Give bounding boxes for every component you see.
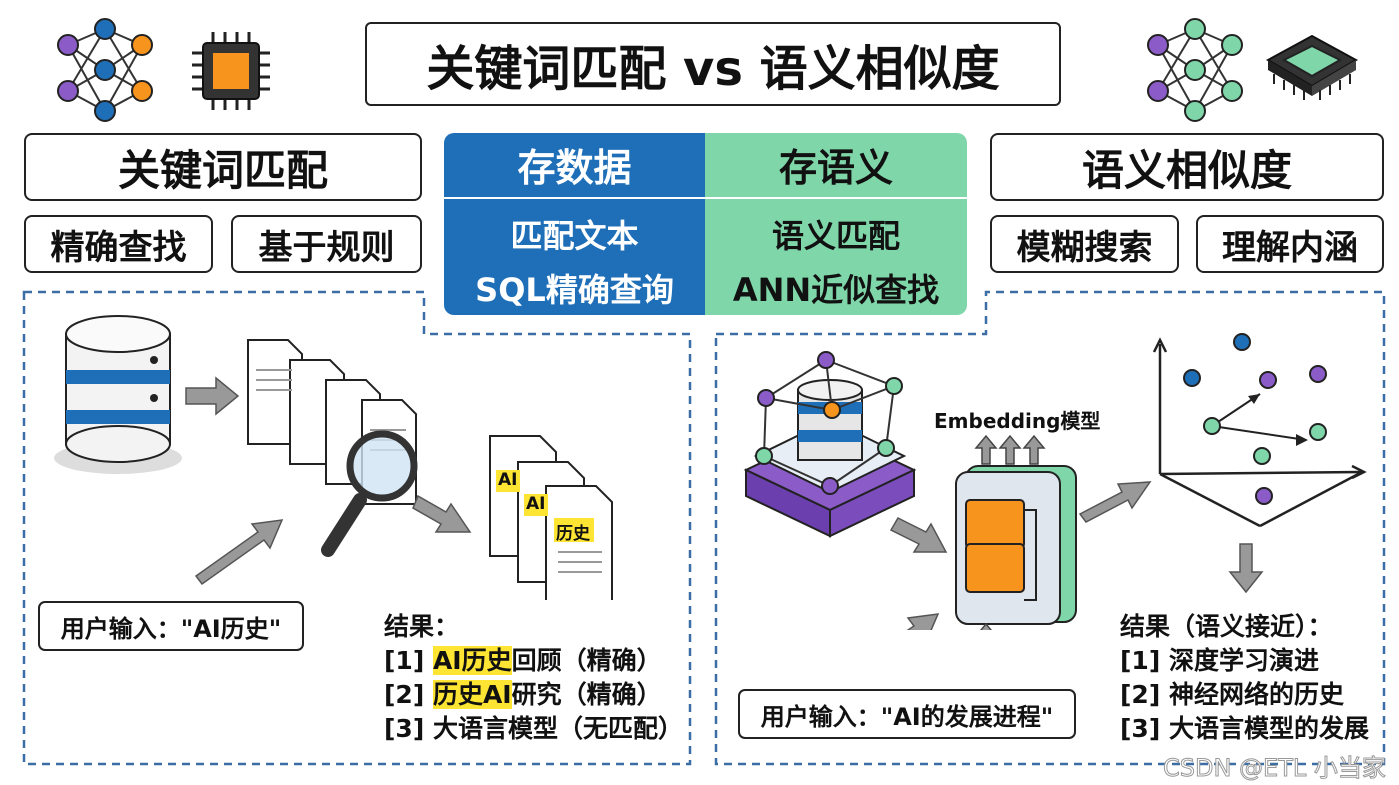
gpu-chip-icon-right <box>1265 34 1359 100</box>
embedding-model-label: Embedding模型 <box>934 409 1101 433</box>
doc-label-2: AI <box>526 494 546 514</box>
result-highlight: AI历史 <box>432 646 512 675</box>
store-semantics-heading: 存语义 <box>778 145 893 190</box>
sql-exact-query-label: SQL精确查询 <box>475 271 674 309</box>
match-text-label: 匹配文本 <box>510 217 639 255</box>
left-result-1: [1] AI历史回顾（精确） <box>384 644 683 678</box>
arrow-icon <box>194 519 284 586</box>
semantic-pipeline-illustration <box>743 333 1367 630</box>
cpu-chip-icon-left <box>192 32 270 110</box>
database-icon <box>54 315 182 474</box>
store-semantics-column: 存语义 语义匹配 ANN近似查找 <box>705 133 967 315</box>
keyword-pipeline-illustration <box>54 315 613 600</box>
left-section-border <box>22 290 692 766</box>
doc-label-3: 历史 <box>556 524 590 544</box>
right-result-2: [2] 神经网络的历史 <box>1120 680 1344 709</box>
left-results-title: 结果： <box>384 612 460 641</box>
result-text: 研究（精确） <box>511 680 662 709</box>
left-results: 结果： [1] AI历史回顾（精确） [2] 历史AI研究（精确） [3] 大语… <box>384 610 683 746</box>
arrow-icon <box>906 613 940 630</box>
watermark: CSDN @ETL 小当家 <box>1163 754 1387 783</box>
tag-rule-based: 基于规则 <box>231 215 422 273</box>
tag-understand-meaning: 理解内涵 <box>1196 215 1384 273</box>
semantic-similarity-heading: 语义相似度 <box>990 133 1384 201</box>
store-data-heading: 存数据 <box>517 145 632 190</box>
magnifier-icon <box>321 430 418 557</box>
ann-search-label: ANN近似查找 <box>732 271 940 309</box>
right-results-title: 结果（语义接近）： <box>1120 612 1333 641</box>
divider <box>705 197 967 199</box>
result-text: 大语言模型（无匹配） <box>432 714 683 743</box>
left-result-3: [3] 大语言模型（无匹配） <box>384 712 683 746</box>
arrow-icon <box>1078 481 1152 523</box>
embedding-model-icon <box>955 465 1077 625</box>
vector-database-icon <box>743 379 917 538</box>
arrow-icon <box>889 517 948 553</box>
result-documents-icon <box>489 435 613 600</box>
right-results: 结果（语义接近）： [1] 深度学习演进 [2] 神经网络的历史 [3] 大语言… <box>1120 610 1369 746</box>
vector-space-axes <box>1152 337 1367 528</box>
result-text: 回顾（精确） <box>511 646 662 675</box>
neural-network-icon-right <box>1147 18 1243 122</box>
left-result-2: [2] 历史AI研究（精确） <box>384 678 683 712</box>
doc-label-1: AI <box>498 470 518 490</box>
keyword-match-heading: 关键词匹配 <box>24 133 422 201</box>
right-section-border <box>714 290 1386 766</box>
semantic-match-label: 语义匹配 <box>771 217 900 255</box>
arrow-icon <box>412 494 472 533</box>
store-data-column: 存数据 匹配文本 SQL精确查询 <box>444 133 705 315</box>
neural-network-icon-left <box>57 18 153 122</box>
result-highlight: 历史AI <box>432 680 512 709</box>
tag-fuzzy-search: 模糊搜索 <box>990 215 1179 273</box>
result-index: [1] <box>384 646 433 675</box>
result-index: [2] <box>384 680 433 709</box>
divider <box>444 197 705 199</box>
arrow-icon <box>185 376 240 416</box>
page-title: 关键词匹配 vs 语义相似度 <box>365 22 1061 106</box>
left-user-input-box: 用户输入："AI历史" <box>38 601 304 651</box>
right-result-1: [1] 深度学习演进 <box>1120 646 1319 675</box>
tag-exact-search: 精确查找 <box>24 215 213 273</box>
arrow-icon <box>1228 543 1264 594</box>
right-result-3: [3] 大语言模型的发展 <box>1120 714 1369 743</box>
right-user-input-box: 用户输入："AI的发展进程" <box>738 689 1076 739</box>
comparison-panel: 存数据 匹配文本 SQL精确查询 存语义 语义匹配 ANN近似查找 <box>444 133 967 315</box>
result-index: [3] <box>384 714 433 743</box>
